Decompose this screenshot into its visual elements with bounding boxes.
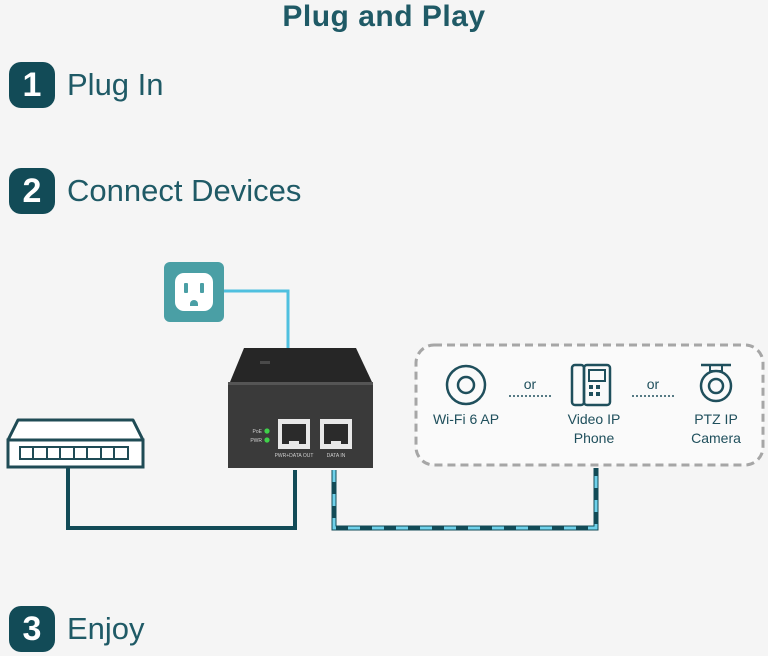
data-cable — [66, 468, 297, 530]
wifi-ap-icon — [445, 364, 487, 406]
page-title: Plug and Play — [282, 0, 486, 33]
phone-label-line-2: Phone — [574, 430, 615, 446]
pwr-led-icon — [264, 437, 270, 443]
step-2-badge: 2 — [9, 168, 55, 214]
step-2-label: Connect Devices — [67, 173, 302, 208]
or-label-2: or — [647, 376, 660, 392]
step-1-label: Plug In — [67, 67, 164, 102]
port-in-label: DATA IN — [327, 453, 346, 459]
poe-injector: PoE PWR PWR+DATA OUT DATA IN — [228, 348, 373, 468]
step-1-badge: 1 — [9, 62, 55, 108]
step-3-label: Enjoy — [67, 611, 145, 646]
camera-label-line-1: PTZ IP — [694, 411, 738, 427]
ptz-camera-icon — [699, 363, 733, 403]
port-out-label: PWR+DATA OUT — [275, 453, 314, 459]
port-out-icon — [278, 419, 310, 449]
switch-icon — [6, 418, 145, 469]
ap-label: Wi-Fi 6 AP — [433, 411, 499, 427]
step-2: 2 Connect Devices — [9, 168, 301, 214]
outlet-icon — [164, 262, 224, 322]
power-cable — [222, 289, 290, 350]
phone-label-line-1: Video IP — [568, 411, 621, 427]
port-in-icon — [320, 419, 352, 449]
poe-led-icon — [264, 428, 270, 434]
poe-cable-accent — [332, 468, 598, 530]
led-pwr-label: PWR — [250, 438, 262, 444]
step-3-badge: 3 — [9, 606, 55, 652]
poe-cable — [331, 468, 599, 531]
step-3: 3 Enjoy — [9, 606, 145, 652]
video-phone-icon — [570, 363, 612, 407]
camera-label-line-2: Camera — [691, 430, 741, 446]
or-label-1: or — [524, 376, 537, 392]
led-poe-label: PoE — [253, 429, 263, 435]
step-1: 1 Plug In — [9, 62, 164, 108]
